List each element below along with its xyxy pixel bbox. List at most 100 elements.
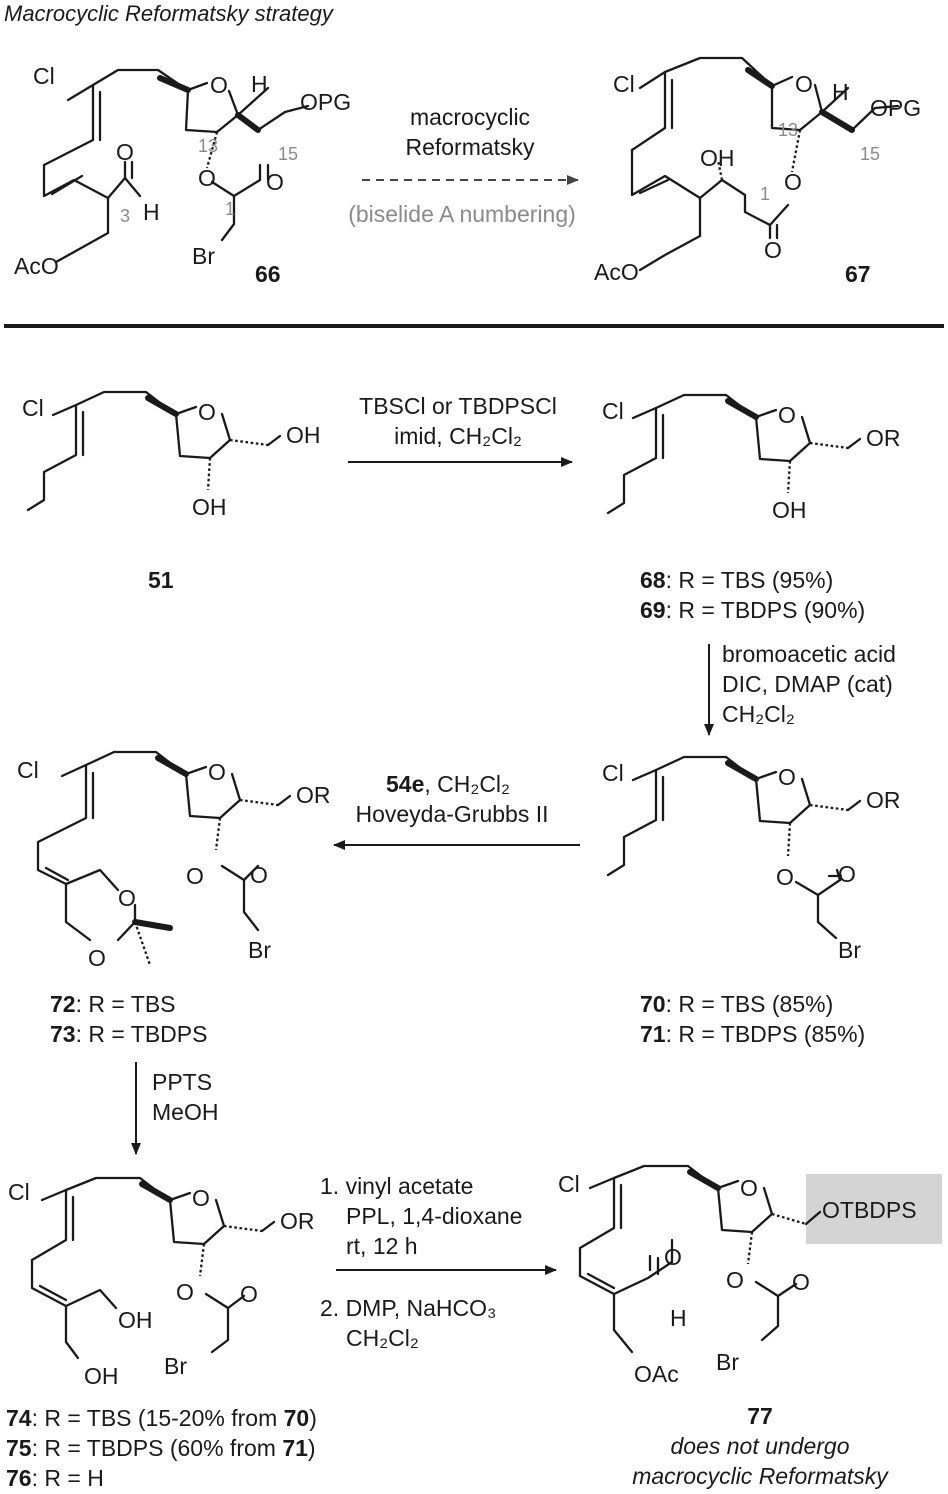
compound-76-caption: 76: R = H — [6, 1465, 104, 1491]
arrow-label-reformatsky: Reformatsky — [405, 134, 535, 160]
compounds-72-73-caption: 72: R = TBS 73: R = TBDPS — [50, 991, 207, 1047]
structure-72-73: Cl O OR O O O O Br — [17, 750, 331, 971]
compound-71-caption: 71: R = TBDPS (85%) — [640, 1021, 865, 1047]
compound-74-caption: 74: R = TBS (15-20% from 70) — [6, 1405, 317, 1431]
atom-opg: OPG — [300, 89, 351, 115]
compound-75-caption: 75: R = TBDPS (60% from 71) — [6, 1435, 316, 1461]
atom-aco: AcO — [14, 253, 59, 279]
compound-73-caption: 73: R = TBDPS — [50, 1021, 207, 1047]
compound-66-label: 66 — [255, 261, 281, 287]
atom-br: Br — [164, 1353, 187, 1379]
section-divider — [4, 324, 944, 328]
step5-reagent-5: CH₂Cl₂ — [346, 1325, 419, 1351]
compounds-74-76-caption: 74: R = TBS (15-20% from 70) 75: R = TBD… — [6, 1405, 317, 1491]
step4-reagent-1: PPTS — [152, 1069, 212, 1095]
compound-77-caption: 77 does not undergo macrocyclic Reformat… — [632, 1403, 889, 1489]
atom-oh: OH — [192, 494, 227, 520]
atom-number-15: 15 — [860, 144, 880, 164]
atom-o: O — [88, 945, 106, 971]
atom-o: O — [198, 399, 216, 425]
compound-70-caption: 70: R = TBS (85%) — [640, 991, 833, 1017]
atom-cl: Cl — [22, 395, 44, 421]
structure-77: Cl O OTBDPS O H O O Br OAc — [558, 1164, 942, 1387]
atom-o: O — [186, 863, 204, 889]
step5-reagent-3: rt, 12 h — [346, 1233, 418, 1259]
compound-68-caption: 68: R = TBS (95%) — [640, 567, 833, 593]
atom-cl: Cl — [558, 1171, 580, 1197]
step1-reagent-1: TBSCl or TBDPSCl — [359, 393, 557, 419]
atom-oh: OH — [118, 1307, 153, 1333]
atom-cl: Cl — [602, 398, 624, 424]
atom-number-15: 15 — [278, 144, 298, 164]
atom-oh: OH — [286, 422, 321, 448]
step4-arrow: PPTS MeOH — [131, 1062, 218, 1155]
compound-67-label: 67 — [845, 261, 871, 287]
atom-br: Br — [838, 937, 861, 963]
atom-cl: Cl — [613, 71, 635, 97]
atom-o: O — [210, 72, 228, 98]
step4-reagent-2: MeOH — [152, 1099, 218, 1125]
atom-o: O — [740, 1175, 758, 1201]
atom-or: OR — [866, 425, 901, 451]
atom-h: H — [143, 199, 160, 225]
atom-oh: OH — [84, 1363, 119, 1389]
atom-o: O — [198, 165, 216, 191]
atom-o: O — [792, 1269, 810, 1295]
atom-h: H — [832, 79, 849, 105]
note-line-2: macrocyclic Reformatsky — [632, 1463, 889, 1489]
atom-br: Br — [716, 1349, 739, 1375]
step3-arrow: 54e, CH₂Cl₂ Hoveyda-Grubbs II — [333, 771, 580, 850]
atom-cl: Cl — [602, 760, 624, 786]
atom-cl: Cl — [17, 757, 39, 783]
atom-o: O — [192, 1185, 210, 1211]
atom-oh: OH — [772, 497, 807, 523]
atom-oh: OH — [700, 145, 735, 171]
step5-arrow: 1. vinyl acetate PPL, 1,4-dioxane rt, 12… — [320, 1173, 557, 1351]
step3-reagent-1: 54e, CH₂Cl₂ — [386, 771, 510, 797]
structure-66: Cl O H OPG O H 3 13 15 O O 1 Br AcO 66 — [14, 63, 351, 287]
compounds-70-71-caption: 70: R = TBS (85%) 71: R = TBDPS (85%) — [640, 991, 865, 1047]
reformatsky-arrow: macrocyclic Reformatsky (biselide A numb… — [348, 104, 579, 227]
atom-number-13: 13 — [778, 120, 798, 140]
atom-o: O — [795, 71, 813, 97]
compounds-68-69-caption: 68: R = TBS (95%) 69: R = TBDPS (90%) — [640, 567, 865, 623]
step1-reagent-2: imid, CH₂Cl₂ — [394, 423, 522, 449]
atom-opg: OPG — [870, 95, 921, 121]
atom-h: H — [670, 1305, 687, 1331]
step1-arrow: TBSCl or TBDPSCl imid, CH₂Cl₂ — [348, 393, 573, 467]
atom-o: O — [776, 864, 794, 890]
atom-oac: OAc — [634, 1361, 679, 1387]
arrow-label-macrocyclic: macrocyclic — [410, 104, 530, 130]
atom-o: O — [208, 759, 226, 785]
atom-or: OR — [280, 1208, 315, 1234]
atom-cl: Cl — [33, 63, 55, 89]
structure-74-76: Cl O OR O O OH OH Br — [8, 1176, 315, 1389]
structure-70-71: Cl O OR O O Br — [602, 755, 901, 963]
atom-number-13: 13 — [198, 136, 218, 156]
atom-o: O — [664, 1244, 682, 1270]
atom-o: O — [778, 764, 796, 790]
atom-aco: AcO — [594, 259, 639, 285]
note-line-1: does not undergo — [670, 1433, 849, 1459]
atom-o: O — [118, 885, 136, 911]
step2-reagent-1: bromoacetic acid — [722, 641, 896, 667]
step2-arrow: bromoacetic acid DIC, DMAP (cat) CH₂Cl₂ — [704, 641, 896, 736]
atom-o: O — [764, 237, 782, 263]
step3-reagent-2: Hoveyda-Grubbs II — [355, 801, 548, 827]
atom-otbdps: OTBDPS — [822, 1197, 917, 1223]
atom-number-1: 1 — [760, 184, 770, 204]
compound-69-caption: 69: R = TBDPS (90%) — [640, 597, 865, 623]
atom-o: O — [250, 862, 268, 888]
atom-o: O — [778, 402, 796, 428]
atom-or: OR — [866, 787, 901, 813]
atom-o: O — [116, 139, 134, 165]
compound-51-label: 51 — [148, 567, 174, 593]
otbdps-highlight — [806, 1174, 942, 1244]
atom-number-3: 3 — [120, 206, 130, 226]
atom-br: Br — [192, 243, 215, 269]
atom-br: Br — [248, 937, 271, 963]
atom-cl: Cl — [8, 1179, 30, 1205]
atom-or: OR — [296, 782, 331, 808]
step2-reagent-3: CH₂Cl₂ — [722, 701, 795, 727]
